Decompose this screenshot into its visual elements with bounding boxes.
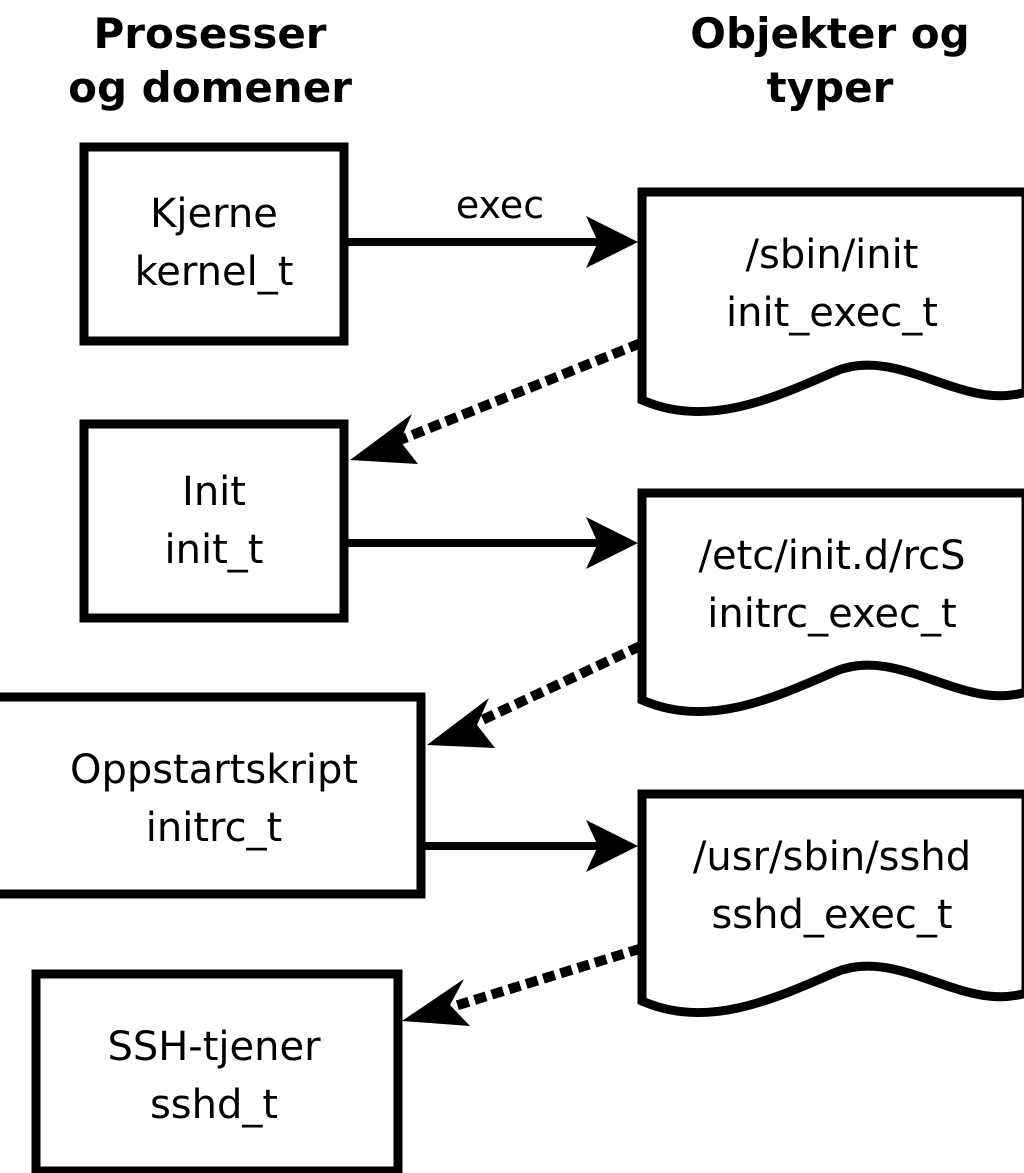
node-init-exec-shape[interactable] [637, 187, 1024, 417]
node-kernel-line1: Kjerne [150, 191, 278, 237]
node-kernel[interactable]: Kjerne kernel_t [79, 142, 349, 346]
node-initrc[interactable]: Oppstartskript initrc_t [0, 692, 426, 899]
edge-init-exec-to-init [350, 338, 643, 464]
node-initrc-exec-line2: initrc_exec_t [707, 591, 956, 637]
node-initrc-line1: Oppstartskript [70, 747, 358, 793]
edge-init-exec-to-init-arrowhead [350, 414, 418, 464]
edge-label-exec: exec [456, 183, 544, 227]
node-sshd-exec-line2: sshd_exec_t [711, 892, 952, 938]
node-kernel-shape[interactable] [79, 142, 349, 346]
node-sshd-shape[interactable] [31, 969, 403, 1173]
node-init-exec-line2: init_exec_t [726, 290, 938, 336]
column-header-objects-line2: typer [767, 63, 894, 112]
node-init-shape[interactable] [79, 419, 349, 623]
node-initrc-exec-shape[interactable] [637, 488, 1024, 717]
edge-init-to-initrc-exec-arrowhead [586, 517, 638, 569]
node-kernel-line2: kernel_t [135, 249, 294, 295]
node-sshd-exec-shape[interactable] [637, 789, 1024, 1018]
edge-kernel-to-init-exec-arrowhead [586, 216, 638, 268]
node-initrc-exec[interactable]: /etc/init.d/rcS initrc_exec_t [637, 488, 1024, 717]
edge-initrc-exec-to-initrc [427, 641, 643, 748]
column-header-processes: Prosesser og domener [68, 9, 352, 112]
node-sshd-exec-line1: /usr/sbin/sshd [693, 834, 971, 880]
node-sshd-exec[interactable]: /usr/sbin/sshd sshd_exec_t [637, 789, 1024, 1018]
node-initrc-shape[interactable] [0, 692, 426, 899]
edge-initrc-exec-to-initrc-arrowhead [427, 698, 495, 748]
edge-sshd-exec-to-sshd [402, 943, 643, 1026]
node-sshd-line2: sshd_t [150, 1082, 278, 1128]
node-initrc-exec-line1: /etc/init.d/rcS [698, 533, 965, 579]
node-init-line2: init_t [165, 527, 264, 573]
edge-init-exec-to-init-line [393, 338, 643, 447]
edge-sshd-exec-to-sshd-arrowhead [402, 979, 470, 1026]
node-sshd[interactable]: SSH-tjener sshd_t [31, 969, 403, 1173]
edge-initrc-to-sshd-exec [425, 820, 638, 872]
node-init[interactable]: Init init_t [79, 419, 349, 623]
node-init-line1: Init [182, 469, 246, 515]
edge-initrc-exec-to-initrc-line [471, 641, 643, 729]
edge-kernel-to-init-exec: exec [348, 183, 638, 268]
node-init-exec[interactable]: /sbin/init init_exec_t [637, 187, 1024, 417]
node-init-exec-line1: /sbin/init [746, 232, 919, 278]
edge-sshd-exec-to-sshd-line [448, 943, 643, 1013]
column-header-processes-line2: og domener [68, 63, 352, 112]
node-initrc-line2: initrc_t [146, 805, 283, 851]
edge-initrc-to-sshd-exec-arrowhead [586, 820, 638, 872]
edge-init-to-initrc-exec [348, 517, 638, 569]
node-sshd-line1: SSH-tjener [107, 1024, 321, 1070]
column-header-objects-line1: Objekter og [690, 9, 969, 58]
column-header-objects: Objekter og typer [690, 9, 969, 112]
column-header-processes-line1: Prosesser [93, 9, 326, 58]
